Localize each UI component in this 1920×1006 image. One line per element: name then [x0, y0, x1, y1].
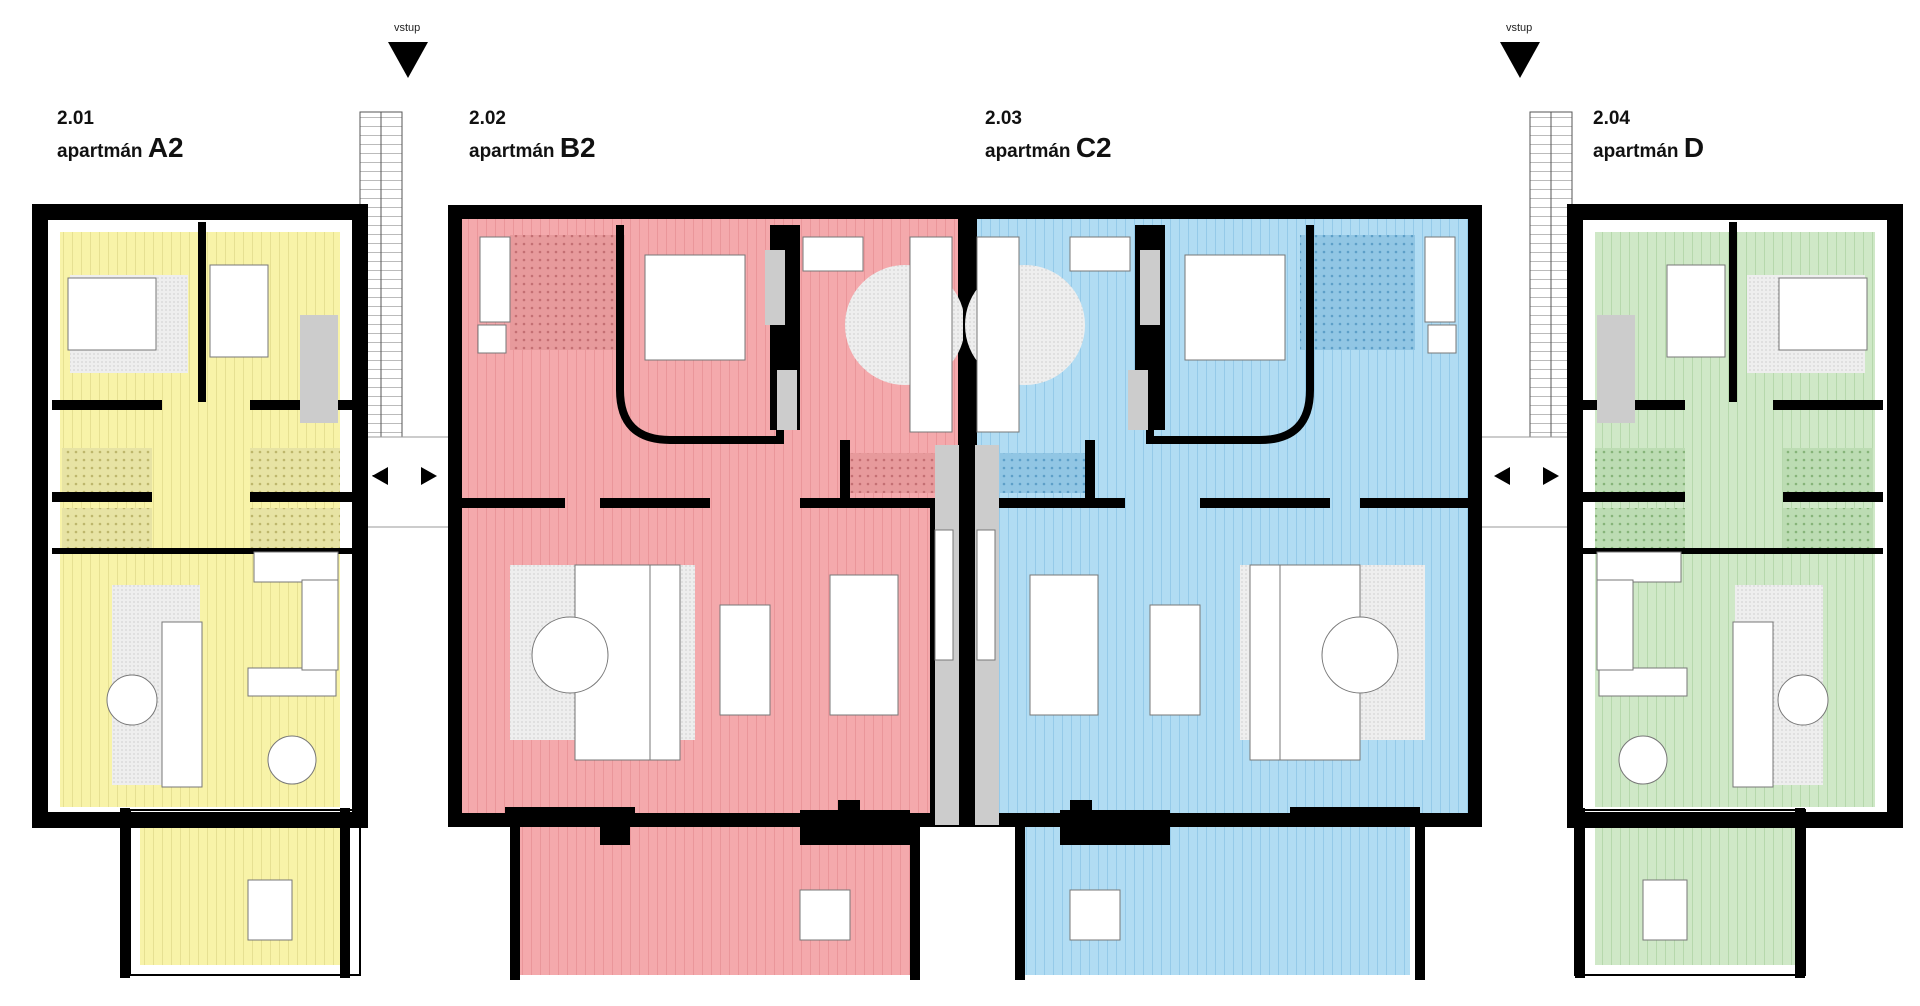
- apartment-number-b2: 2.02: [469, 108, 506, 129]
- arrow-left-icon: [372, 467, 388, 485]
- apartment-title-a2: apartmán A2: [57, 132, 184, 164]
- apartment-prefix: apartmán: [469, 141, 555, 162]
- entrance-label-left: vstup: [394, 22, 421, 34]
- apartment-b2: [448, 205, 972, 980]
- apartment-number-c2: 2.03: [985, 108, 1022, 129]
- apartment-number-d: 2.04: [1593, 108, 1630, 129]
- apartment-prefix: apartmán: [57, 141, 143, 162]
- apartment-prefix: apartmán: [1593, 141, 1679, 162]
- arrow-left-icon: [1494, 467, 1510, 485]
- apartment-title-d: apartmán D: [1593, 132, 1704, 164]
- apartment-title-b2: apartmán B2: [469, 132, 596, 164]
- entrance-label-right: vstup: [1506, 22, 1533, 34]
- apartment-d: [1567, 204, 1903, 978]
- apartment-code: A2: [147, 132, 184, 163]
- arrow-right-icon: [1543, 467, 1559, 485]
- apartment-number-a2: 2.01: [57, 108, 94, 129]
- apartment-a2: [32, 204, 368, 978]
- corridor-left: [359, 436, 456, 528]
- apartment-title-c2: apartmán C2: [985, 132, 1112, 164]
- entrance-arrow-right: [1500, 42, 1540, 78]
- entrance-arrow-left: [388, 42, 428, 78]
- apartment-c2: [963, 205, 1482, 980]
- apartment-code: D: [1683, 132, 1705, 163]
- apartment-code: C2: [1075, 132, 1112, 163]
- apartment-prefix: apartmán: [985, 141, 1071, 162]
- apartment-code: B2: [559, 132, 596, 163]
- arrow-right-icon: [421, 467, 437, 485]
- corridor-right: [1479, 436, 1576, 528]
